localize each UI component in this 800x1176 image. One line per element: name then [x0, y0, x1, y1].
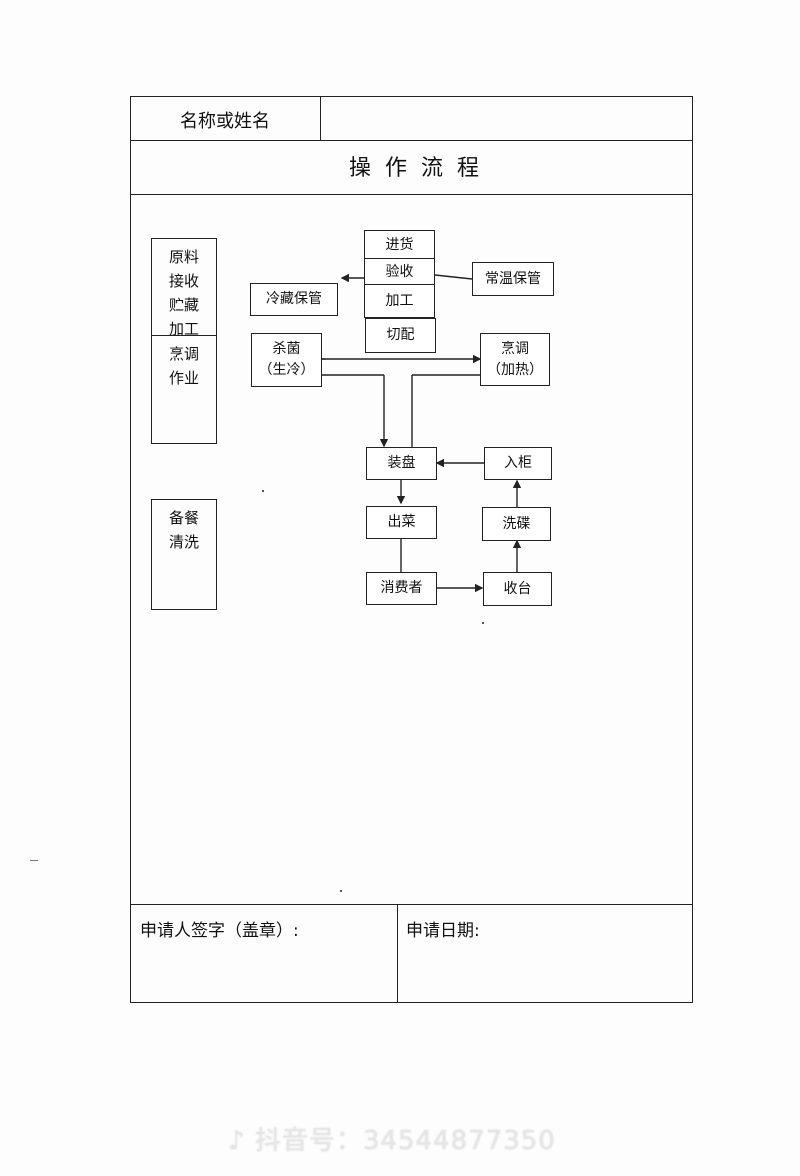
watermark: ♪ 抖音号：34544877350 [228, 1120, 556, 1157]
col-divider [397, 904, 398, 1003]
page-title: 操作流程 [349, 156, 494, 181]
flow-box-yanshou: 验收 [364, 258, 435, 286]
stage-cooking: 烹调 作业 [151, 335, 217, 444]
watermark-text: 抖音号：34544877350 [254, 1126, 556, 1156]
flow-box-consumer: 消费者 [366, 572, 437, 605]
row-divider [130, 140, 693, 141]
col-divider [320, 96, 321, 141]
date-field[interactable] [399, 945, 691, 1001]
form-frame [130, 96, 693, 1003]
flow-box-serve: 出菜 [366, 506, 437, 539]
flow-box-clear-table: 收台 [483, 572, 552, 606]
scan-speck [482, 622, 484, 624]
flow-box-plating: 装盘 [366, 447, 437, 480]
row-divider [130, 194, 693, 195]
signature-label: 申请人签字（盖章）: [140, 921, 299, 941]
scan-speck [340, 890, 342, 892]
flow-box-sterilize: 杀菌 （生冷） [251, 333, 322, 387]
flow-box-cabinet: 入柜 [484, 447, 552, 480]
date-label: 申请日期: [406, 921, 480, 941]
scan-speck [30, 860, 38, 861]
scan-speck [262, 490, 264, 492]
flow-box-jinhuo: 进货 [364, 230, 435, 260]
flow-box-qiepei: 切配 [365, 318, 436, 353]
signature-field[interactable] [132, 945, 395, 1001]
stage-prep-cleaning: 备餐 清洗 [151, 499, 217, 610]
name-label: 名称或姓名 [180, 111, 270, 132]
flow-box-jiagong: 加工 [364, 284, 435, 318]
stage-raw-material: 原料 接收 贮藏 加工 [151, 238, 217, 338]
flow-box-wash-dishes: 洗碟 [482, 507, 551, 541]
row-divider [130, 904, 693, 905]
flow-box-room-temp-storage: 常温保管 [472, 262, 554, 296]
flow-box-cook-heat: 烹调 （加热） [480, 333, 550, 386]
flow-box-cold-storage: 冷藏保管 [250, 283, 338, 316]
tiktok-icon: ♪ [228, 1126, 255, 1156]
